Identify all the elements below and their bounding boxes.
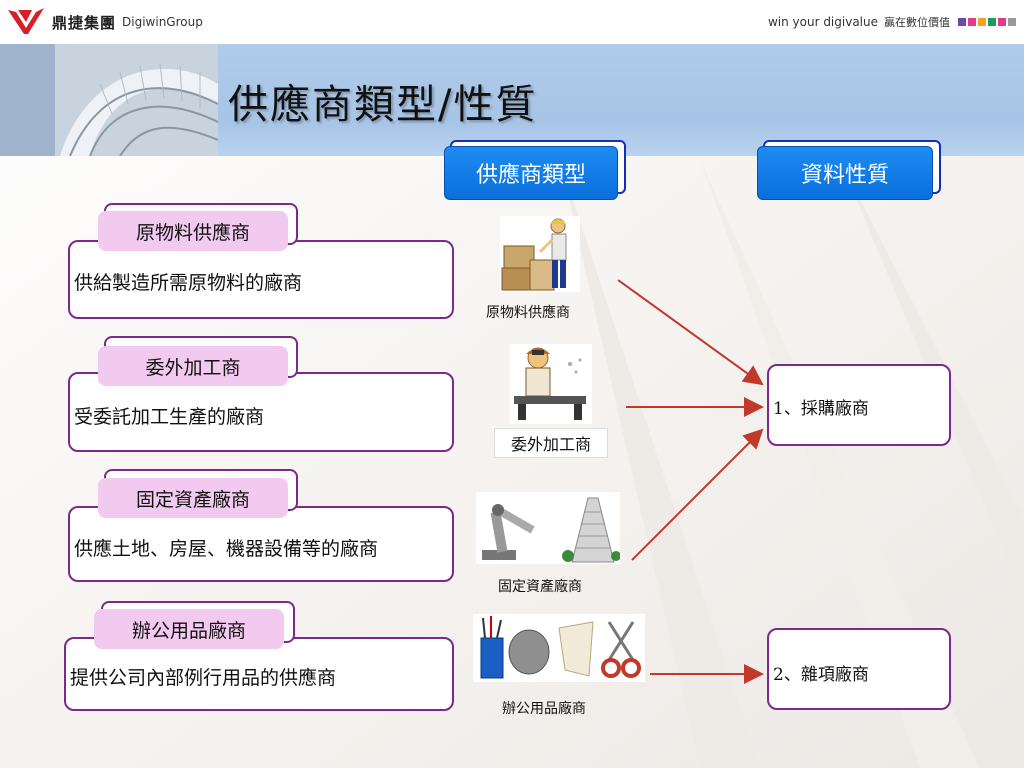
- category-tab-office-supplies: 辦公用品廠商: [94, 609, 284, 649]
- office-items-icon: [480, 616, 641, 679]
- category-desc: 供給製造所需原物料的廠商: [74, 272, 303, 294]
- category-desc: 供應土地、房屋、機器設備等的廠商: [74, 538, 379, 560]
- robot-arm-building-icon: [482, 497, 621, 563]
- slogan-square-4: [998, 17, 1006, 26]
- logo-mark-icon: [8, 8, 44, 34]
- raw-material-illustration: [500, 216, 580, 292]
- slogan-square-0: [958, 17, 966, 26]
- result-misc-vendor: 2、雜項廠商: [767, 628, 951, 710]
- slogan-square-5: [1008, 17, 1016, 26]
- machinist-icon: [514, 347, 586, 420]
- outsourcing-illustration: [510, 344, 592, 424]
- slogan-color-squares: [956, 16, 1016, 29]
- slogan: win your digivalue 贏在數位價值: [768, 14, 1016, 30]
- category-tab-fixed-assets: 固定資產廠商: [98, 478, 288, 518]
- data-nature-header-label: 資料性質: [757, 146, 933, 200]
- supplier-type-header-label: 供應商類型: [444, 146, 618, 200]
- slogan-square-1: [968, 17, 976, 26]
- fixed-assets-illustration: [476, 492, 621, 564]
- category-tab-outsourcing: 委外加工商: [98, 346, 288, 386]
- category-box-fixed-assets: 供應土地、房屋、機器設備等的廠商: [68, 506, 454, 582]
- page-title: 供應商類型/性質: [228, 82, 538, 128]
- staircase-photo: [0, 44, 218, 156]
- slogan-square-2: [978, 17, 986, 26]
- boxes-worker-icon: [501, 218, 567, 291]
- outsourcing-image-label: 委外加工商: [494, 428, 608, 458]
- office-supplies-image-label: 辦公用品廠商: [502, 701, 586, 717]
- slogan-chinese: 贏在數位價值: [884, 16, 950, 29]
- result-label: 1、採購廠商: [773, 399, 869, 419]
- slogan-english: win your digivalue: [767, 15, 878, 29]
- result-label: 2、雜項廠商: [773, 665, 869, 685]
- supplier-type-header: 供應商類型: [444, 140, 626, 200]
- company-logo: 鼎捷集團 DigiwinGroup: [6, 6, 203, 38]
- category-box-office-supplies: 提供公司內部例行用品的供應商: [64, 637, 454, 711]
- logo-english: DigiwinGroup: [122, 15, 203, 29]
- fixed-assets-image-label: 固定資產廠商: [498, 579, 582, 595]
- data-nature-header: 資料性質: [757, 140, 941, 200]
- logo-chinese: 鼎捷集團: [52, 13, 117, 32]
- category-box-raw-material: 供給製造所需原物料的廠商: [68, 240, 454, 319]
- category-tab-raw-material: 原物料供應商: [98, 211, 288, 251]
- office-supplies-illustration: [473, 614, 645, 682]
- result-purchase-vendor: 1、採購廠商: [767, 364, 951, 446]
- category-desc: 提供公司內部例行用品的供應商: [70, 667, 337, 689]
- header-bar: 鼎捷集團 DigiwinGroup win your digivalue 贏在數…: [0, 0, 1024, 45]
- category-desc: 受委託加工生產的廠商: [74, 406, 265, 428]
- raw-material-image-label: 原物料供應商: [486, 305, 570, 321]
- slogan-square-3: [988, 17, 996, 26]
